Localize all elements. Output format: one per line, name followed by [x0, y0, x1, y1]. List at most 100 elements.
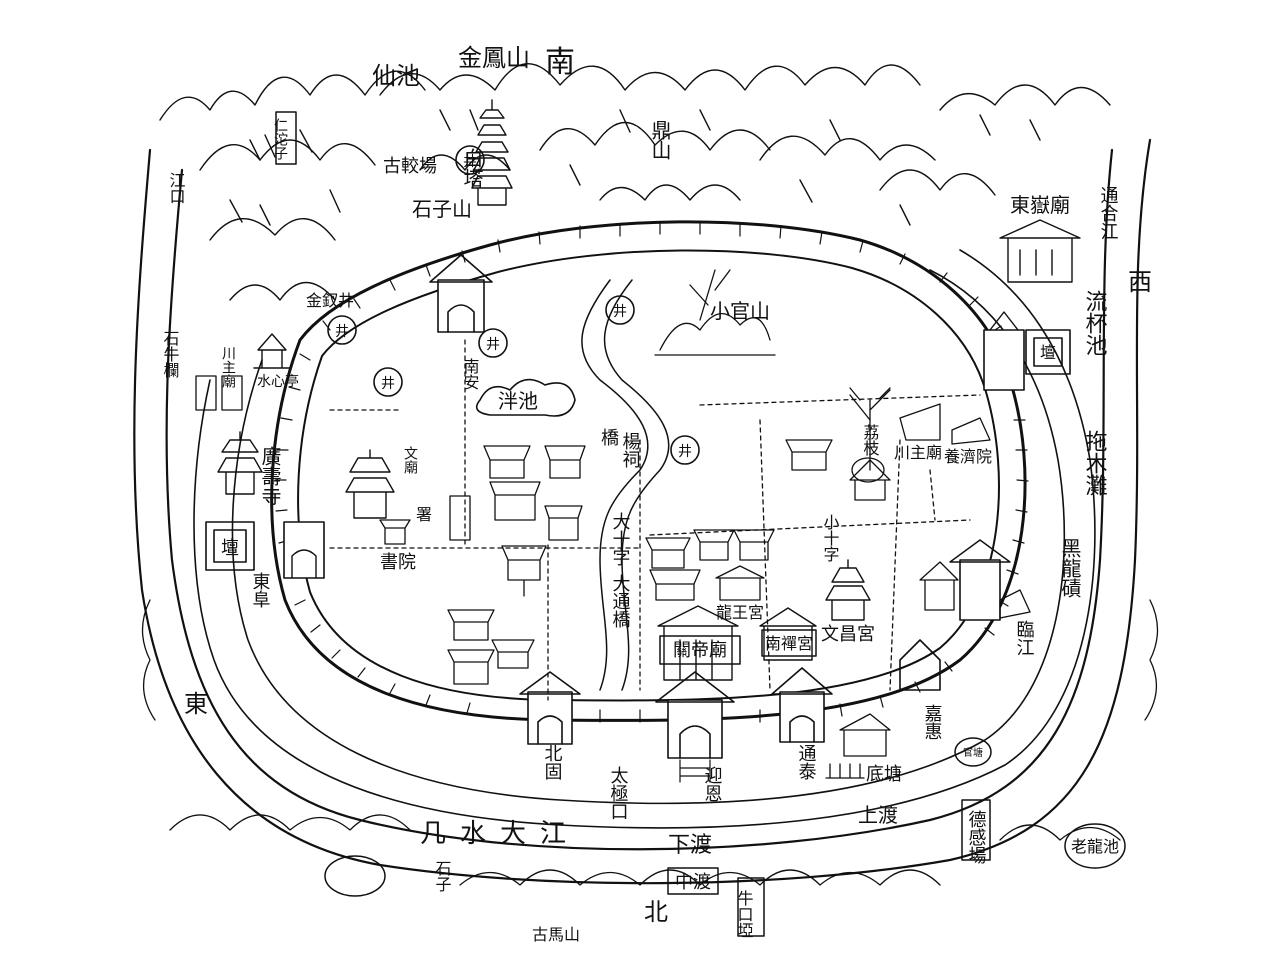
label-zhong-du: 中渡: [675, 872, 711, 893]
label-altar-west: 壇: [1040, 343, 1056, 362]
label-dong-fu: 東阜: [250, 572, 271, 608]
label-da-tong-qiao: 大通橋: [610, 574, 631, 629]
label-gu-jiao-chang: 古較場: [383, 156, 437, 177]
label-guandi-miao: 關帝廟: [673, 640, 727, 661]
label-liubei-chi: 流杯池: [1082, 290, 1108, 356]
di-tang-posts: [825, 763, 865, 779]
gate-ying-en: [655, 671, 735, 783]
shu-yuan-buildings: [379, 495, 471, 545]
label-well-2: 井: [335, 324, 349, 340]
label-xia-du: 下渡: [668, 833, 712, 858]
buildings-center-west: [447, 445, 586, 685]
temple-chuanzhu-west: [195, 375, 243, 411]
buildings-jia-hui: [839, 713, 891, 757]
gate-jia-hui: [899, 639, 941, 691]
city-stream: [581, 279, 670, 691]
label-gu-ma-shan: 古馬山: [532, 925, 580, 944]
label-niukou-ya: 牛口埡: [735, 890, 754, 938]
label-shu-yuan: 書院: [380, 552, 416, 573]
li-zhi-tree: [849, 387, 891, 483]
label-guan-tang: 官塘: [963, 746, 983, 759]
label-jinchai-jing: 金釵井: [306, 291, 354, 310]
label-pan-chi: 泮池: [498, 389, 538, 413]
label-jinfeng-shan: 金鳳山: [458, 44, 530, 72]
pavilion-shui-xin-ting: [253, 333, 291, 369]
temple-wenchang-gong: [825, 559, 871, 621]
label-shu: 署: [416, 505, 432, 524]
pagoda-bai-ta: [471, 99, 513, 206]
gate-lin-jiang: [949, 539, 1011, 621]
altar-west: [1025, 329, 1071, 375]
gate-bei-gu: [519, 671, 581, 745]
gate-nan-an: [429, 254, 493, 333]
temple-dongyue: [999, 219, 1081, 283]
label-ren-tuo-zi: 仁沱子: [272, 118, 288, 160]
label-wen-miao: 文廟: [402, 446, 418, 474]
label-wenchang-gong: 文昌宮: [821, 624, 875, 645]
southern-mountains: [159, 63, 1111, 301]
label-longwang-gong: 龍王宮: [716, 603, 764, 622]
direction-west: 西: [1128, 268, 1152, 296]
altar-east: [205, 521, 255, 571]
label-ying-en: 迎恩: [702, 766, 723, 802]
river-system: [133, 138, 1152, 885]
label-lin-jiang: 臨江: [1014, 620, 1035, 656]
label-bei-gu: 北固: [542, 744, 563, 780]
label-guang-shou-si: 廣壽寺: [258, 446, 282, 506]
label-shui-xin-ting: 水心亭: [257, 373, 299, 390]
labels: 南 北 東 西 金鳳山 仙池 鼎山 石子山 小官山 白塔 古較場 東嶽廟 通合江…: [161, 44, 1153, 944]
label-chuanzhu-miao-west: 川主廟: [220, 346, 236, 388]
gate-east-dong-fu: [283, 521, 325, 579]
label-heilong-ji: 黑龍磧: [1058, 538, 1082, 598]
northern-bank-hills: [141, 599, 1159, 886]
label-jishui-dajiang: 几水大江: [420, 819, 580, 849]
temple-wen-miao: [345, 449, 395, 519]
label-frames: [275, 111, 1126, 937]
gate-tong-tai: [771, 667, 833, 743]
label-bai-ta: 白塔: [460, 148, 484, 188]
label-well-1: 井: [463, 154, 477, 170]
label-nanchan-gong: 南禪宮: [765, 634, 813, 653]
temple-guandi-miao: [657, 605, 739, 681]
pan-chi-pond: [475, 378, 576, 417]
label-yang-ji-yuan: 養濟院: [944, 447, 992, 466]
label-li-zhi: 荔枝: [861, 424, 880, 456]
label-shang-du: 上渡: [858, 803, 898, 827]
label-well-5: 井: [678, 444, 692, 460]
direction-north: 北: [644, 898, 668, 926]
label-da-shizi: 大十字: [610, 512, 631, 566]
label-altar-east: 壇: [221, 538, 239, 559]
label-well-3: 井: [381, 376, 395, 392]
label-well-4: 井: [486, 337, 500, 353]
label-de-gan-chang: 德感場: [966, 810, 987, 865]
label-tuomu-tan: 拖木灘: [1082, 430, 1108, 496]
label-chuanzhu-miao-east: 川主廟: [894, 443, 942, 462]
label-shi-niu-lan: 石牛欄: [161, 330, 180, 378]
label-lao-long-chi: 老龍池: [1071, 837, 1119, 856]
label-xiao-guan-shan: 小官山: [710, 299, 770, 323]
label-jiang-kou: 江口: [167, 172, 186, 204]
label-tong-tai: 通泰: [796, 744, 817, 780]
direction-south: 南: [545, 45, 575, 80]
label-tonghe-jiang: 通合江: [1098, 186, 1119, 240]
label-dongyue-miao: 東嶽廟: [1010, 193, 1070, 217]
buildings-center-east: [645, 529, 775, 601]
buildings-north-east: [785, 403, 991, 501]
buildings-lin-jiang: [919, 561, 1031, 619]
label-ding-shan: 鼎山: [648, 120, 672, 160]
label-well-6: 井: [613, 304, 627, 320]
streets: [329, 339, 981, 701]
wells: [327, 145, 700, 465]
label-xian-chi: 仙池: [372, 62, 420, 90]
temple-nanchan-gong: [759, 607, 817, 661]
xiao-guan-shan-hill: [654, 269, 776, 356]
label-xiao-shizi: 小十字: [821, 514, 840, 562]
label-shizi-shan: 石子山: [412, 197, 472, 221]
label-shi-zi: 石子: [433, 860, 452, 892]
label-qiao: 橋: [601, 428, 619, 449]
direction-east: 東: [184, 690, 208, 718]
label-jia-hui: 嘉惠: [922, 704, 943, 740]
label-taiji-kou: 太極口: [608, 766, 629, 820]
gate-west-liubei: [983, 311, 1025, 391]
